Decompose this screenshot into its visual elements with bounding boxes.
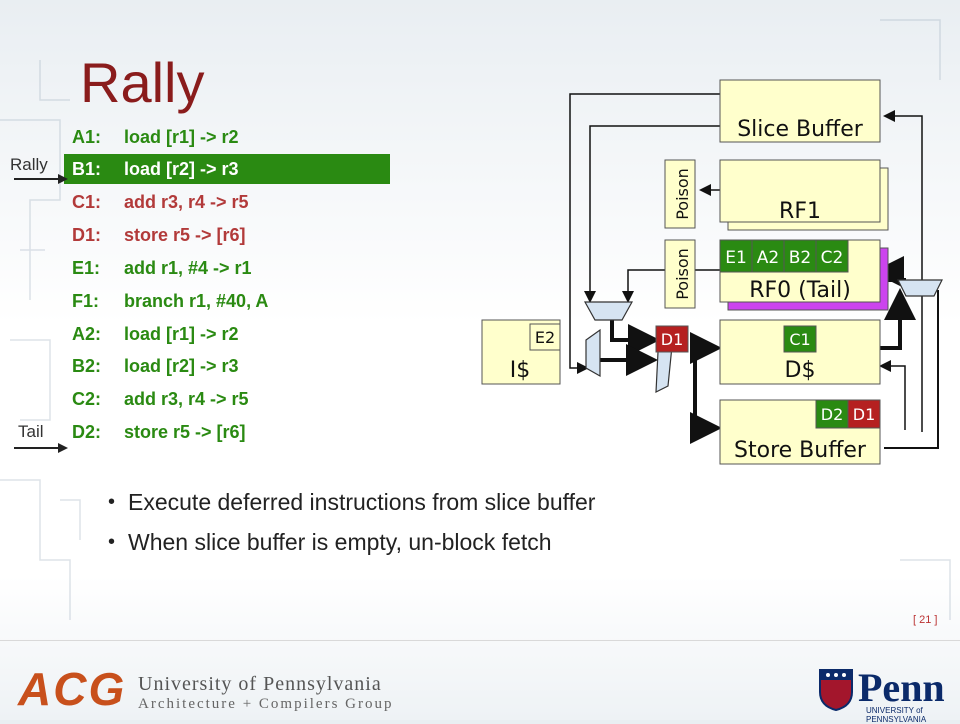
bullet-item: When slice buffer is empty, un-block fet… (108, 524, 595, 564)
instruction-label: E1: (72, 258, 101, 278)
rally-arrow-icon (14, 174, 68, 184)
instruction-row: C2: add r3, r4 -> r5 (64, 384, 390, 414)
dcache-label: D$ (785, 358, 816, 383)
instruction-text: store r5 -> [r6] (124, 422, 246, 442)
icache-entry-label: E2 (535, 328, 555, 347)
rf0-entry-c2-label: C2 (821, 248, 844, 268)
bullet-item: Execute deferred instructions from slice… (108, 484, 595, 524)
acg-logo: ACG (18, 663, 127, 715)
footer-divider (0, 640, 960, 641)
instruction-row: B2: load [r2] -> r3 (64, 351, 390, 381)
rf1-poison-block (664, 159, 696, 229)
instruction-row: A2: load [r1] -> r2 (64, 319, 390, 349)
dcache-entry (783, 325, 817, 353)
rf0-poison-label: Poison (673, 248, 692, 300)
instruction-text: load [r1] -> r2 (124, 127, 239, 147)
page-number: [ 21 ] (913, 614, 938, 626)
instruction-row: B1: load [r2] -> r3 (64, 154, 390, 184)
instruction-text: load [r2] -> r3 (124, 159, 239, 179)
rf0-entry-b2 (783, 239, 817, 273)
instruction-label: A2: (72, 324, 102, 344)
store-buffer-entry-d2-label: D2 (821, 405, 844, 424)
slice-buffer-label: Slice Buffer (737, 117, 864, 142)
instruction-text: store r5 -> [r6] (124, 225, 246, 245)
instruction-text: add r3, r4 -> r5 (124, 389, 249, 409)
instruction-row: C1: add r3, r4 -> r5 (64, 187, 390, 217)
icache-entry (529, 323, 561, 351)
slice-buffer-block (719, 79, 881, 143)
instruction-row: E1: add r1, #4 -> r1 (64, 253, 390, 283)
instruction-text: add r3, r4 -> r5 (124, 192, 249, 212)
instruction-label: C1: (72, 192, 102, 212)
decode-latch (655, 345, 673, 393)
rf1-label: RF1 (779, 199, 821, 224)
penn-shield-icon (819, 669, 853, 712)
dcache-entry-label: C1 (789, 330, 810, 349)
rf-mux (583, 301, 634, 321)
instruction-text: branch r1, #40, A (124, 291, 269, 311)
instruction-label: A1: (72, 127, 102, 147)
bullet-list: Execute deferred instructions from slice… (108, 484, 595, 564)
rf0-entry-c2 (815, 239, 849, 273)
rf0-mux (897, 279, 943, 297)
store-buffer-entry-d1 (847, 399, 881, 429)
fetch-mux (585, 328, 601, 378)
store-buffer-entry-d2 (815, 399, 849, 429)
rf0-label: RF0 (Tail) (749, 278, 851, 303)
instruction-text: load [r2] -> r3 (124, 356, 239, 376)
instruction-label: B1: (72, 159, 102, 179)
instruction-label: D2: (72, 422, 102, 442)
tail-arrow-icon (14, 443, 68, 453)
instruction-label: C2: (72, 389, 102, 409)
instruction-text: load [r1] -> r2 (124, 324, 239, 344)
group-name: Architecture + Compilers Group (138, 696, 394, 712)
instruction-label: D1: (72, 225, 102, 245)
instruction-row: F1: branch r1, #40, A (64, 286, 390, 316)
pipeline-latch-entry-label: D1 (661, 330, 684, 349)
university-name: University of Pennsylvania (138, 673, 382, 695)
instruction-label: B2: (72, 356, 102, 376)
icache-label: I$ (510, 358, 531, 383)
instruction-row: A1: load [r1] -> r2 (64, 122, 390, 152)
penn-logo-text: Penn (858, 665, 945, 710)
tail-pointer-label: Tail (18, 422, 44, 441)
pipeline-latch-entry (655, 325, 689, 353)
rf1-block (719, 159, 881, 223)
instruction-row: D2: store r5 -> [r6] (64, 417, 390, 447)
rf0-entry-b2-label: B2 (789, 248, 811, 268)
rally-pointer-label: Rally (10, 155, 48, 174)
slide-title: Rally (80, 51, 205, 114)
instruction-row: D1: store r5 -> [r6] (64, 220, 390, 250)
rf0-entry-e1-label: E1 (725, 248, 747, 268)
rf0-entry-a2-label: A2 (757, 248, 779, 268)
instruction-text: add r1, #4 -> r1 (124, 258, 252, 278)
rf1-poison-label: Poison (673, 168, 692, 220)
instruction-label: F1: (72, 291, 99, 311)
penn-logo-subtext: UNIVERSITY of PENNSYLVANIA (866, 706, 927, 724)
rf0-poison-block (664, 239, 696, 309)
store-buffer-label: Store Buffer (734, 438, 867, 463)
store-buffer-entry-d1-label: D1 (853, 405, 876, 424)
rf0-entry-e1 (719, 239, 753, 273)
